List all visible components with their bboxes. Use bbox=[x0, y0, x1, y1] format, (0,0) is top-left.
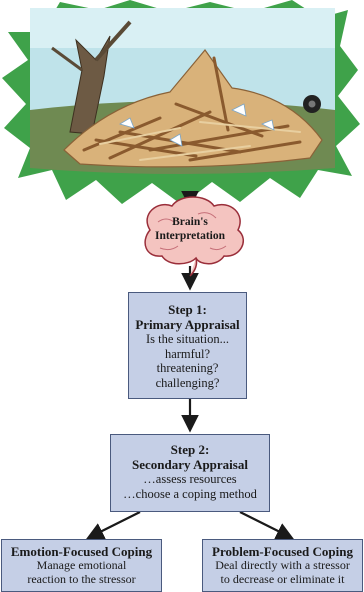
brain-label-line2: Interpretation bbox=[154, 229, 226, 242]
arrow-step2-to-emotion bbox=[86, 511, 141, 539]
step1-subtitle: Primary Appraisal bbox=[135, 317, 240, 333]
emotion-coping-line: Manage emotional bbox=[36, 558, 127, 573]
arrow-step2-to-problem bbox=[239, 511, 294, 539]
step1-title: Step 1: bbox=[168, 302, 207, 317]
brain-icon bbox=[144, 196, 244, 277]
step2-line: …assess resources bbox=[143, 472, 237, 487]
step1-line: challenging? bbox=[155, 375, 220, 390]
emotion-coping-line: reaction to the stressor bbox=[27, 571, 136, 586]
problem-coping-line: Deal directly with a stressor bbox=[215, 558, 350, 573]
problem-coping-title: Problem-Focused Coping bbox=[212, 544, 353, 559]
debris-pile-illustration bbox=[2, 0, 360, 205]
step1-line: harmful? bbox=[164, 346, 211, 361]
brain-interpretation-label: Brain's Interpretation bbox=[140, 216, 240, 244]
emotion-focused-coping-box: Emotion-Focused Coping Manage emotional … bbox=[1, 539, 162, 592]
step1-primary-appraisal-box: Step 1: Primary Appraisal Is the situati… bbox=[128, 292, 247, 399]
step2-subtitle: Secondary Appraisal bbox=[132, 457, 248, 473]
step2-secondary-appraisal-box: Step 2: Secondary Appraisal …assess reso… bbox=[110, 434, 270, 512]
step2-line: …choose a coping method bbox=[123, 486, 257, 501]
emotion-coping-title: Emotion-Focused Coping bbox=[10, 544, 153, 559]
step1-line: Is the situation... bbox=[146, 332, 229, 347]
step2-title: Step 2: bbox=[170, 442, 210, 457]
step1-line: threatening? bbox=[156, 361, 219, 376]
brain-label-line1: Brain's bbox=[172, 216, 208, 228]
problem-focused-coping-box: Problem-Focused Coping Deal directly wit… bbox=[202, 539, 363, 592]
problem-coping-line: to decrease or eliminate it bbox=[220, 571, 345, 586]
